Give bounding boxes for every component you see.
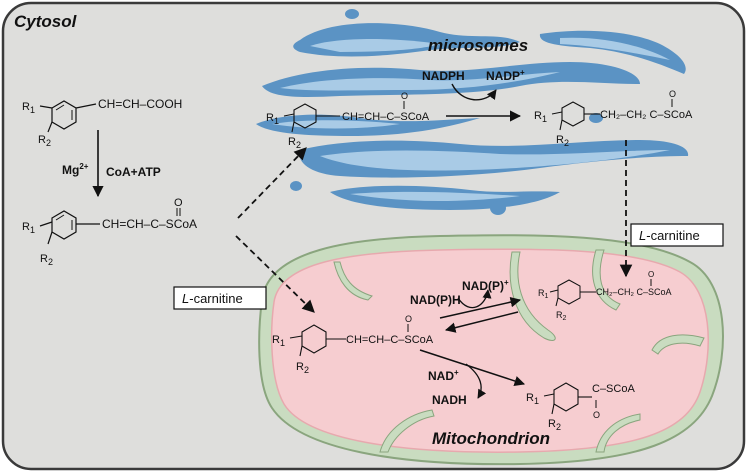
svg-text:CH₂–CH₂ C–SCoA: CH₂–CH₂ C–SCoA	[596, 287, 672, 297]
svg-text:R2: R2	[296, 361, 309, 375]
nadp-mito-label: NAD(P)	[462, 279, 504, 293]
to-mitochondrion-arrow	[235, 235, 315, 313]
svg-text:R1: R1	[22, 101, 35, 115]
nadph-curve	[451, 83, 497, 101]
svg-text:R1: R1	[272, 334, 285, 348]
svg-text:O: O	[401, 91, 408, 101]
cytosol-label: Cytosol	[14, 12, 78, 31]
svg-text:R2: R2	[40, 253, 53, 267]
cinnamoyl-coa-chain: CH=CH–C–SCoA	[102, 217, 197, 231]
mito-reverse-arrow	[444, 311, 519, 333]
svg-text:NADP+: NADP+	[486, 68, 525, 83]
svg-text:O: O	[405, 314, 412, 324]
carnitine-box-left: L-carnitine	[173, 286, 267, 310]
svg-text:L-carnitine: L-carnitine	[182, 291, 243, 306]
svg-text:R2: R2	[556, 134, 569, 148]
nadph-mito-label: NAD(P)H	[410, 293, 461, 307]
mito-reduction-arrow	[439, 296, 522, 319]
svg-text:R2: R2	[38, 134, 51, 148]
microsome-substrate-structure: R1 R2 CH=CH–C–SCoA O	[266, 91, 430, 150]
microsomes-organelle	[256, 9, 689, 215]
svg-text:O: O	[174, 197, 183, 209]
mito-dihydro-structure: R1 R2 CH₂–CH₂ C–SCoA O	[538, 270, 672, 322]
r1-label: R	[22, 101, 30, 113]
carnitine-box-right: L-carnitine	[630, 223, 724, 247]
nadp-label: NADP	[486, 69, 520, 83]
svg-text:R2: R2	[288, 136, 301, 150]
svg-text:NAD(P)+: NAD(P)+	[462, 278, 509, 293]
svg-text:CH=CH–C–SCoA: CH=CH–C–SCoA	[342, 111, 430, 123]
svg-text:R2: R2	[556, 310, 567, 322]
r2-label: R	[38, 134, 46, 146]
mito-substrate-structure: R1 R2 CH=CH–C–SCoA O	[272, 314, 434, 375]
svg-text:R1: R1	[538, 288, 549, 300]
nadh-label: NADH	[432, 393, 467, 407]
nad-curve	[465, 363, 487, 399]
mg-label: Mg	[62, 163, 79, 177]
cinnamic-acid-structure: R1 R2 CH=CH–COOH	[22, 97, 182, 148]
mitochondrion-label: Mitochondrion	[432, 429, 550, 448]
cinnamic-acid-chain: CH=CH–COOH	[98, 97, 182, 111]
svg-text:L-carnitine: L-carnitine	[639, 228, 700, 243]
beta-oxidation-arrow	[419, 349, 525, 387]
svg-text:R2: R2	[548, 418, 561, 432]
svg-text:C–SCoA: C–SCoA	[592, 383, 635, 395]
svg-text:R1: R1	[534, 110, 547, 124]
microsomes-label: microsomes	[428, 36, 528, 55]
svg-text:R1: R1	[266, 112, 279, 126]
svg-text:O: O	[593, 410, 600, 420]
benzoyl-coa-structure: R1 R2 C–SCoA O	[526, 382, 635, 432]
mitochondrion-organelle	[258, 234, 724, 466]
svg-text:CH=CH–C–SCoA: CH=CH–C–SCoA	[346, 334, 434, 346]
coa-atp-label: CoA+ATP	[106, 165, 161, 179]
svg-text:O: O	[648, 270, 654, 279]
nad-label: NAD	[428, 369, 454, 383]
svg-text:CH₂–CH₂ C–SCoA: CH₂–CH₂ C–SCoA	[600, 109, 693, 121]
svg-text:R1: R1	[526, 392, 539, 406]
svg-text:NAD+: NAD+	[428, 368, 459, 383]
svg-text:Mg2+: Mg2+	[62, 162, 89, 177]
microsome-product-structure: R1 R2 CH₂–CH₂ C–SCoA O	[534, 89, 693, 148]
nadph-mito-curve	[457, 289, 492, 309]
nadph-label: NADPH	[422, 69, 465, 83]
svg-text:O: O	[669, 89, 676, 99]
to-microsomes-arrow	[237, 147, 307, 219]
cinnamoyl-coa-structure: R1 R2 CH=CH–C–SCoA O	[22, 197, 197, 267]
svg-text:R1: R1	[22, 221, 35, 235]
